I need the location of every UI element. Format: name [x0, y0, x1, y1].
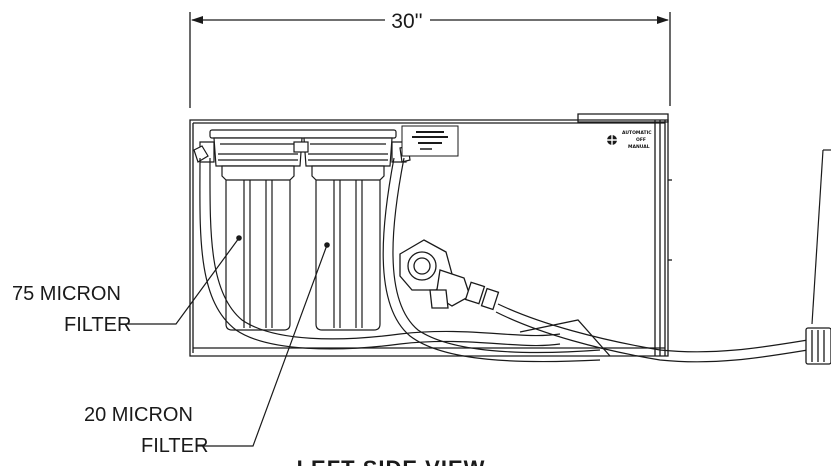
right-callout-leader: [811, 149, 831, 325]
callout-75-line2: FILTER: [64, 314, 131, 336]
width-dimension-label: 30'': [391, 10, 422, 33]
hose-outlet-inner: [382, 157, 601, 363]
top-flange: [577, 113, 669, 123]
head-right: [303, 137, 393, 167]
filter-75-micron: [221, 165, 295, 331]
hose-outlet-outer: [392, 157, 601, 354]
view-title: LEFT SIDE VIEW: [297, 456, 486, 466]
valve-port-inner: [413, 257, 431, 275]
valve-nipple: [429, 289, 449, 309]
hose-supply-upper: [497, 303, 821, 353]
housing-75: [221, 165, 295, 331]
hose-connector: [805, 327, 831, 365]
callout-20-leader: [197, 244, 328, 447]
hose-supply-lower: [495, 311, 821, 363]
hose-inlet-outer: [199, 157, 561, 350]
valve-coupler: [480, 287, 500, 311]
nameplate: [401, 125, 459, 157]
head-coupler: [293, 141, 309, 153]
callout-75-micron: 75 MICRON FILTER: [12, 237, 240, 336]
width-dimension: [189, 12, 671, 108]
placard-line-manual: MANUAL: [628, 144, 650, 150]
callout-20-micron: 20 MICRON FILTER: [84, 244, 328, 457]
cabinet: [189, 113, 672, 357]
callout-20-line1: 20 MICRON: [84, 404, 193, 426]
valve-nut: [464, 281, 486, 305]
hose-inlet-inner: [209, 157, 561, 340]
cabinet-outline: [189, 119, 669, 357]
valve-assembly: [399, 239, 500, 311]
placard-line-off: OFF: [636, 137, 646, 143]
head-left: [213, 137, 303, 167]
filter-20-micron: [311, 165, 385, 331]
callout-20-line2: FILTER: [141, 435, 208, 457]
hoses: [199, 157, 821, 363]
mount-bracket: [209, 129, 397, 139]
callout-75-leader: [120, 237, 240, 325]
selector-switch: AUTOMATIC OFF MANUAL: [605, 130, 652, 150]
placard-line-automatic: AUTOMATIC: [622, 130, 652, 136]
base-ramp: [519, 319, 611, 357]
housing-20: [311, 165, 385, 331]
callout-75-line1: 75 MICRON: [12, 283, 121, 305]
filter-head: [193, 129, 411, 167]
nameplate-frame: [401, 125, 459, 157]
